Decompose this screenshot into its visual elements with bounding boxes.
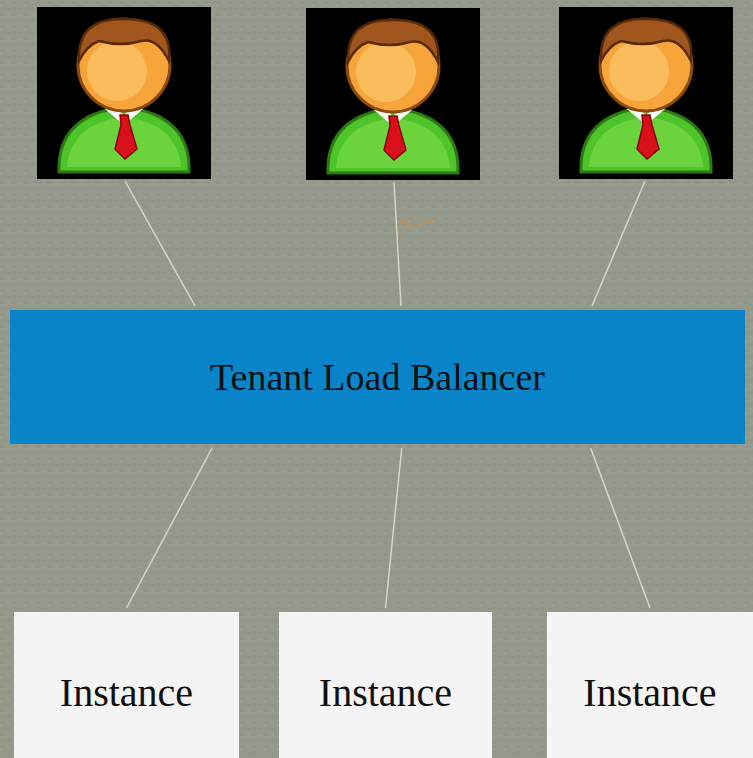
connector-line	[127, 448, 213, 608]
load-balancer-band: Tenant Load Balancer	[10, 310, 745, 444]
node-label: Instance	[583, 669, 716, 716]
instance-box: Instance	[547, 612, 753, 758]
node-label: Tenant Load Balancer	[210, 355, 545, 399]
instance-box: Instance	[14, 612, 239, 758]
node-label: Instance	[319, 669, 452, 716]
node-label: Instance	[60, 669, 193, 716]
connector-line	[591, 448, 650, 608]
connector-line	[386, 448, 402, 608]
instance-box: Instance	[279, 612, 492, 758]
